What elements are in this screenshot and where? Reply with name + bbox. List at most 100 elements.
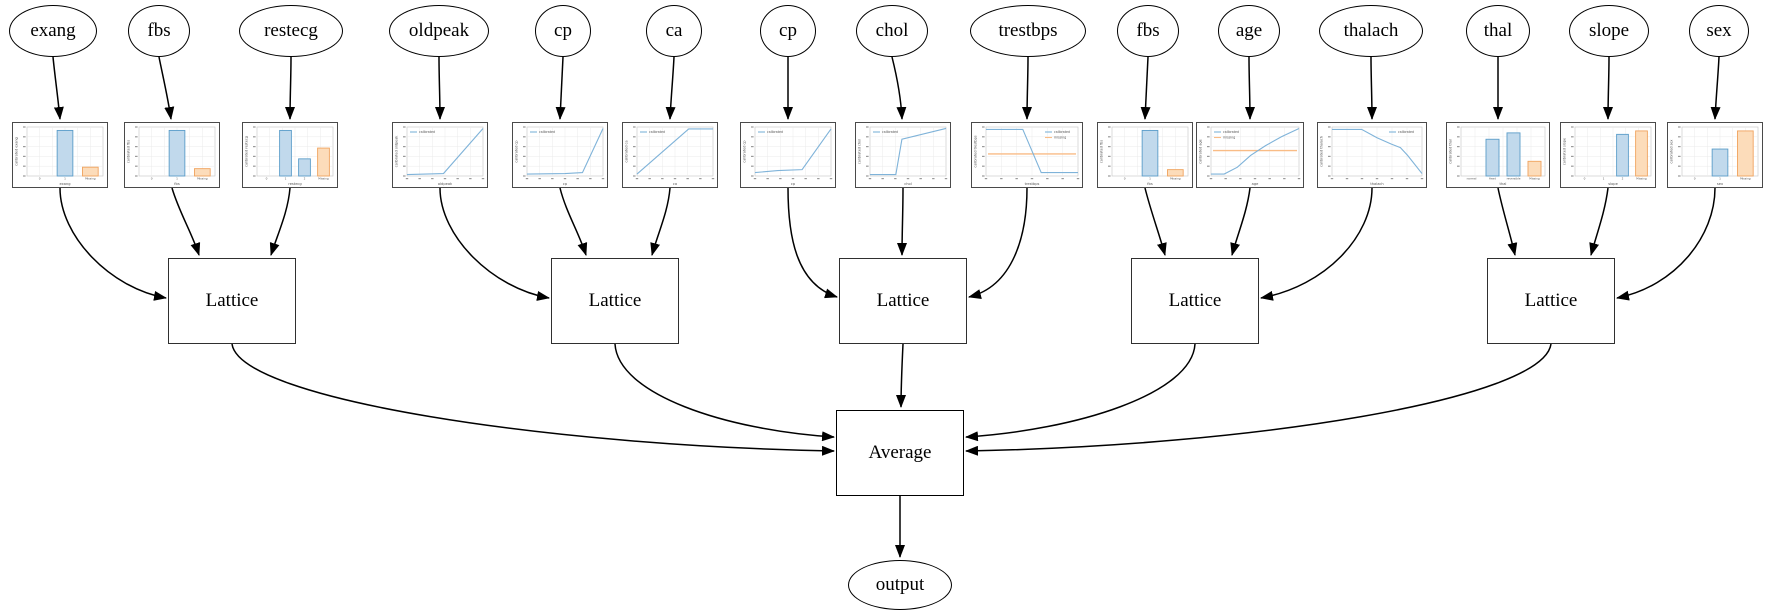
edge [1497, 187, 1518, 256]
svg-text:calibrated thal: calibrated thal [1449, 139, 1453, 164]
edge [1140, 56, 1151, 120]
svg-text:Missing: Missing [85, 177, 96, 181]
edge [439, 187, 550, 301]
svg-text:cp: cp [563, 182, 568, 186]
svg-text:cp: cp [791, 182, 796, 186]
svg-text:1: 1 [1603, 177, 1605, 181]
svg-text:0: 0 [1584, 177, 1586, 181]
svg-text:calibrated fbs: calibrated fbs [127, 140, 131, 163]
svg-text:0: 0 [151, 177, 153, 181]
edge [891, 56, 907, 120]
edge [968, 187, 1028, 299]
svg-text:1: 1 [64, 177, 66, 181]
edge [614, 343, 835, 442]
svg-text:missing: missing [1054, 136, 1066, 140]
edge [1710, 56, 1721, 120]
svg-text:1: 1 [285, 177, 287, 181]
feature-node-oldpeak: oldpeak [389, 5, 489, 57]
svg-text:calibrated age: calibrated age [1199, 139, 1203, 163]
edges-feature-to-chart [52, 56, 1721, 120]
edge [650, 187, 671, 256]
svg-text:trestbps: trestbps [1025, 182, 1040, 186]
lattice-node-3: Lattice [839, 258, 967, 344]
svg-text:Missing: Missing [1636, 177, 1647, 181]
svg-text:slope: slope [1608, 182, 1618, 186]
svg-text:fbs: fbs [174, 182, 180, 186]
svg-text:1: 1 [1719, 177, 1721, 181]
svg-text:Missing: Missing [318, 177, 329, 181]
feature-node-cp-2: cp [760, 5, 816, 57]
edge [1022, 56, 1033, 120]
edge [1260, 187, 1373, 301]
svg-text:fbs: fbs [1147, 182, 1153, 186]
svg-text:Missing: Missing [1170, 177, 1181, 181]
svg-text:Missing: Missing [197, 177, 208, 181]
svg-text:calibrated: calibrated [767, 130, 783, 134]
edge [269, 187, 291, 256]
edge [158, 56, 175, 120]
svg-text:1: 1 [176, 177, 178, 181]
edge [1144, 187, 1167, 256]
svg-text:calibrated slope: calibrated slope [1563, 138, 1567, 165]
feature-node-thalach: thalach [1319, 5, 1423, 57]
calibrator-chart-cp-1: calibrated cp cp calibrated [512, 122, 608, 188]
output-node: output [848, 560, 952, 610]
svg-text:chol: chol [904, 182, 911, 186]
svg-text:restecg: restecg [288, 182, 301, 186]
svg-text:calibrated ca: calibrated ca [625, 140, 629, 162]
svg-text:reversible: reversible [1507, 177, 1521, 181]
edge [52, 56, 64, 120]
svg-text:calibrated: calibrated [1054, 130, 1070, 134]
average-node: Average [836, 410, 964, 496]
edge [1603, 56, 1614, 120]
feature-node-age: age [1218, 5, 1280, 57]
svg-text:Missing: Missing [1740, 177, 1751, 181]
svg-text:ca: ca [673, 182, 677, 186]
edge [171, 187, 201, 256]
mini-chart-svg: calibrated oldpeak oldpeak calibrated [395, 126, 485, 186]
svg-text:calibrated cp: calibrated cp [743, 140, 747, 162]
edge [555, 56, 566, 120]
lattice-node-4: Lattice [1131, 258, 1259, 344]
svg-text:calibrated: calibrated [1223, 130, 1239, 134]
svg-text:calibrated fbs: calibrated fbs [1100, 140, 1104, 163]
edge [434, 56, 445, 120]
svg-text:calibrated: calibrated [419, 130, 435, 134]
svg-text:exang: exang [59, 182, 70, 186]
calibrator-chart-oldpeak: calibrated oldpeak oldpeak calibrated [392, 122, 488, 188]
edge [965, 343, 1552, 456]
edge [59, 187, 167, 301]
calibrator-chart-slope: calibrated slope slope 0 1 2 Missing [1560, 122, 1656, 188]
edge [1589, 187, 1609, 256]
mini-chart-svg: calibrated fbs fbs 0 1 Missing [127, 126, 216, 186]
feature-node-fbs-2: fbs [1117, 5, 1179, 57]
feature-node-thal: thal [1466, 5, 1530, 57]
svg-text:normal: normal [1467, 177, 1477, 181]
svg-text:calibrated: calibrated [539, 130, 555, 134]
edge [965, 343, 1196, 442]
svg-text:oldpeak: oldpeak [438, 182, 453, 186]
svg-text:missing: missing [1223, 136, 1235, 140]
svg-text:calibrated: calibrated [1398, 130, 1414, 134]
svg-text:calibrated sex: calibrated sex [1670, 140, 1674, 164]
calibrator-chart-fbs: calibrated fbs fbs 0 1 Missing [124, 122, 220, 188]
svg-text:calibrated oldpeak: calibrated oldpeak [395, 136, 399, 168]
calibrator-chart-cp-2: calibrated cp cp calibrated [740, 122, 836, 188]
svg-text:calibrated chol: calibrated chol [858, 139, 862, 164]
svg-text:0: 0 [39, 177, 41, 181]
svg-text:calibrated cp: calibrated cp [515, 140, 519, 162]
edge [665, 56, 676, 120]
svg-text:2: 2 [1622, 177, 1624, 181]
